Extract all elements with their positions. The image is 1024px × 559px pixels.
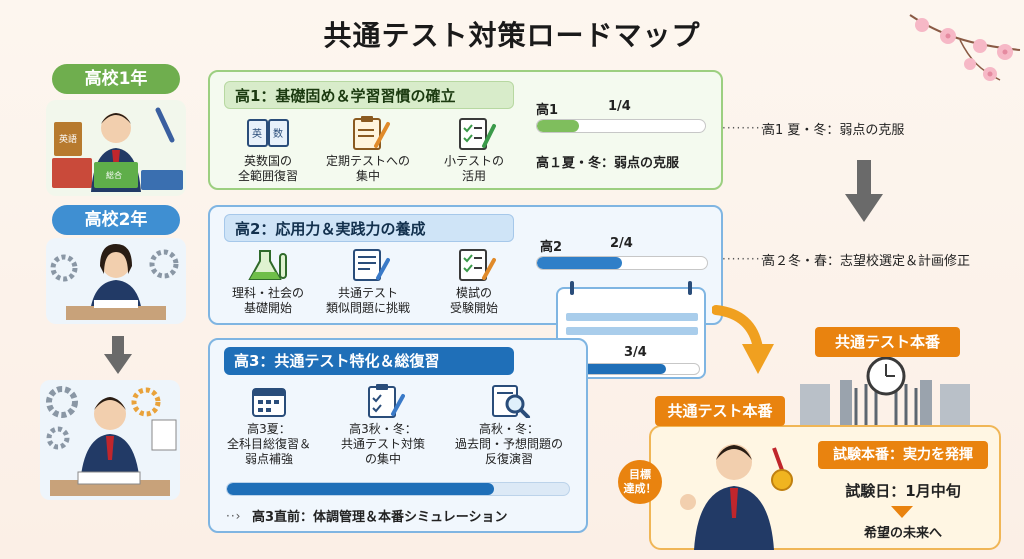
checklist-icon (459, 118, 496, 150)
goal-achieved-badge: 目標 達成！ (618, 460, 662, 504)
item-label: 高秋・冬： 過去問・予想問題の 反復演習 (454, 422, 563, 466)
stage2-item-similar: 共通テスト 類似問題に挑戦 (318, 248, 418, 316)
page-title: 共通テスト対策ロードマップ (323, 19, 701, 52)
arrow-down-icon (104, 336, 132, 374)
stage1-progress-label: 高1 (536, 103, 559, 118)
calendar-row (566, 313, 698, 321)
arrow-down-icon (845, 160, 883, 222)
item-label: 高3夏： 全科目総復習＆ 弱点補強 (226, 422, 311, 466)
celebrating-student-illustration (680, 444, 793, 550)
grade1-student-illustration: 英語 総合 (46, 100, 186, 196)
stage3-bottom-bar (226, 482, 570, 496)
stage2-item-science: 理科・社会の 基礎開始 (218, 248, 318, 316)
magnifier-icon (492, 385, 530, 418)
medal-icon (771, 469, 793, 491)
book-label-english: 英語 (59, 133, 77, 145)
stage1-header: 高1：基礎固め＆学習習慣の確立 (224, 81, 514, 109)
stage3-item-autumn: 高3秋・冬： 共通テスト対策 の集中 (328, 384, 438, 467)
curved-arrow-icon (712, 305, 774, 374)
item-label: 英数国の 全範囲復習 (237, 154, 298, 183)
stage3-item-summer: 高3夏： 全科目総復習＆ 弱点補強 (214, 384, 324, 467)
book-char-english: 英 (252, 127, 262, 140)
item-label: 共通テスト 類似問題に挑戦 (325, 286, 410, 315)
stage1-progress-value: 1/4 (608, 99, 631, 114)
exam-banner: 試験本番：実力を発揮 (818, 441, 988, 469)
stage3-item-past-papers: 高秋・冬： 過去問・予想問題の 反復演習 (444, 384, 574, 467)
triangle-down-icon (891, 506, 913, 518)
item-label: 高3秋・冬： 共通テスト対策 の集中 (340, 422, 425, 466)
stage1-item-quiz: 小テストの 活用 (424, 116, 524, 184)
item-label: 小テストの 活用 (443, 154, 504, 183)
stage2-progress-value: 2/4 (610, 236, 633, 251)
flask-icon (248, 250, 287, 280)
stage2-header: 高2：応用力＆実践力の養成 (224, 214, 514, 242)
stage3-bottom-fill (227, 483, 494, 495)
calendar-icon (252, 388, 286, 417)
dotted-connector: ·········› (722, 252, 772, 266)
stage3-progress-fill (565, 364, 666, 374)
stage1-item-exam-focus: 定期テストへの 集中 (318, 116, 418, 184)
stage1-progress-fill (537, 120, 579, 132)
stage1-side-note: 高1 夏・冬：弱点の克服 (762, 123, 905, 138)
stage1-progress-bar (536, 119, 706, 133)
exam-hall-icon (800, 356, 970, 430)
exam-ribbon-mid: 共通テスト本番 (655, 396, 785, 426)
book-label-general: 総合 (106, 170, 122, 180)
cherry-blossom-icon (909, 14, 1021, 81)
stage3-header: 高3：共通テスト特化＆総復習 (224, 347, 514, 375)
calendar-popup: 高3 3/4 (556, 281, 706, 379)
stage1-item-review: 英 数 英数国の 全範囲復習 (218, 116, 318, 184)
mock-exam-icon (459, 249, 496, 281)
grade1-pill: 高校1年 (52, 64, 180, 94)
stage2-progress-fill (537, 257, 622, 269)
document-icon (353, 249, 390, 281)
dotted-connector: ··› (226, 509, 242, 523)
stage3-bottom-note: 高3直前：体調管理＆本番シミュレーション (252, 510, 508, 525)
future-text: 希望の未来へ (863, 526, 942, 541)
books-icon: 英 数 (247, 119, 289, 147)
item-label: 模試の 受験開始 (449, 286, 498, 315)
grade2-student-illustration (46, 238, 186, 324)
calendar-row (566, 327, 698, 335)
grade3-student-illustration (40, 380, 180, 500)
item-label: 理科・社会の 基礎開始 (231, 286, 304, 315)
exam-ribbon-top: 共通テスト本番 (815, 327, 960, 357)
stage1-note: 高１夏・冬：弱点の克服 (536, 156, 680, 171)
grade2-pill: 高校2年 (52, 205, 180, 235)
stage2-progress-label: 高2 (540, 240, 563, 255)
calendar-rings-icon (570, 281, 692, 295)
checklist-icon (368, 384, 405, 418)
exam-date: 試験日：1月中旬 (845, 482, 961, 500)
item-label: 定期テストへの 集中 (325, 154, 410, 183)
stage2-item-mock: 模試の 受験開始 (424, 248, 524, 316)
stage2-progress-bar (536, 256, 708, 270)
dotted-connector: ·········› (722, 121, 772, 135)
clipboard-icon (353, 116, 390, 150)
stage2-side-note: 高２冬・春：志望校選定＆計画修正 (762, 254, 971, 269)
stage3-progress-value: 3/4 (624, 345, 647, 360)
book-char-math: 数 (273, 127, 283, 140)
